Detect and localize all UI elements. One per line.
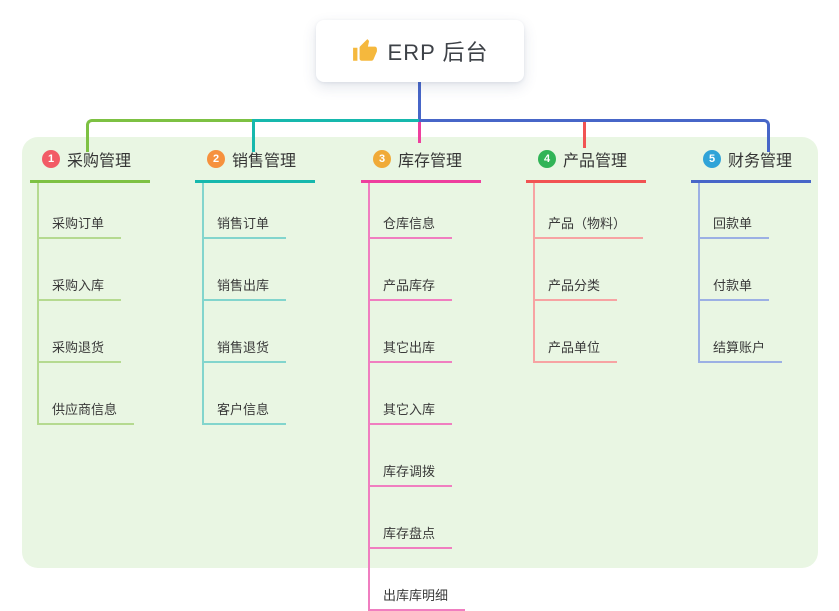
root-node-label: ERP 后台 — [387, 40, 489, 65]
branch-1: 1 采购管理采购订单采购入库采购退货供应商信息 — [30, 147, 150, 425]
branch-3: 3 库存管理仓库信息产品库存其它出库其它入库库存调拨库存盘点出库库明细 — [361, 147, 481, 611]
branch-3-number-badge: 3 — [373, 150, 391, 168]
branch-4: 4 产品管理产品（物料）产品分类产品单位 — [526, 147, 646, 363]
mindmap-node[interactable]: 产品分类 — [535, 239, 618, 301]
branch-2-header[interactable]: 2 销售管理 — [195, 147, 315, 183]
mindmap-node[interactable]: 销售退货 — [204, 301, 287, 363]
branch-5-label: 财务管理 — [728, 153, 793, 170]
mindmap-node[interactable]: 产品（物料） — [535, 183, 644, 239]
branch-4-children: 产品（物料）产品分类产品单位 — [533, 183, 646, 363]
branch-3-drop-line — [418, 122, 421, 143]
branch-3-header[interactable]: 3 库存管理 — [361, 147, 481, 183]
branch-5-header[interactable]: 5 财务管理 — [691, 147, 811, 183]
branch-3-children: 仓库信息产品库存其它出库其它入库库存调拨库存盘点出库库明细 — [368, 183, 481, 611]
branch-5: 5 财务管理回款单付款单结算账户 — [691, 147, 811, 363]
mindmap-node[interactable]: 其它入库 — [370, 363, 453, 425]
mindmap-node[interactable]: 采购入库 — [39, 239, 122, 301]
branch-4-drop-line — [583, 122, 586, 148]
branch-1-children: 采购订单采购入库采购退货供应商信息 — [37, 183, 150, 425]
mindmap-node[interactable]: 供应商信息 — [39, 363, 135, 425]
branch-2-number-badge: 2 — [207, 150, 225, 168]
mindmap-node[interactable]: 销售订单 — [204, 183, 287, 239]
branch-1-label: 采购管理 — [67, 153, 132, 170]
mindmap-background-panel — [22, 137, 818, 568]
branch-2-label: 销售管理 — [232, 153, 297, 170]
branch-2: 2 销售管理销售订单销售出库销售退货客户信息 — [195, 147, 315, 425]
mindmap-node[interactable]: 出库库明细 — [370, 549, 466, 611]
connector-segment-teal — [252, 119, 422, 152]
mindmap-node[interactable]: 销售出库 — [204, 239, 287, 301]
branch-2-children: 销售订单销售出库销售退货客户信息 — [202, 183, 315, 425]
mindmap-node[interactable]: 回款单 — [700, 183, 770, 239]
mindmap-node[interactable]: 产品库存 — [370, 239, 453, 301]
mindmap-node[interactable]: 库存调拨 — [370, 425, 453, 487]
branch-4-label: 产品管理 — [563, 153, 628, 170]
branch-3-label: 库存管理 — [398, 153, 463, 170]
connector-elbow-right — [419, 119, 770, 152]
branch-5-children: 回款单付款单结算账户 — [698, 183, 811, 363]
mindmap-node[interactable]: 其它出库 — [370, 301, 453, 363]
connector-elbow-left — [86, 119, 255, 152]
mindmap-node[interactable]: 采购订单 — [39, 183, 122, 239]
mindmap-node[interactable]: 产品单位 — [535, 301, 618, 363]
mindmap-node[interactable]: 库存盘点 — [370, 487, 453, 549]
branch-1-header[interactable]: 1 采购管理 — [30, 147, 150, 183]
branch-4-header[interactable]: 4 产品管理 — [526, 147, 646, 183]
mindmap-node[interactable]: 付款单 — [700, 239, 770, 301]
thumbs-up-icon — [352, 38, 378, 64]
mindmap-node[interactable]: 客户信息 — [204, 363, 287, 425]
mindmap-node[interactable]: 结算账户 — [700, 301, 783, 363]
mindmap-node[interactable]: 仓库信息 — [370, 183, 453, 239]
root-node[interactable]: ERP 后台 — [316, 20, 524, 82]
branch-4-number-badge: 4 — [538, 150, 556, 168]
branch-1-number-badge: 1 — [42, 150, 60, 168]
mindmap-node[interactable]: 采购退货 — [39, 301, 122, 363]
branch-5-number-badge: 5 — [703, 150, 721, 168]
root-connector-line — [418, 81, 421, 122]
